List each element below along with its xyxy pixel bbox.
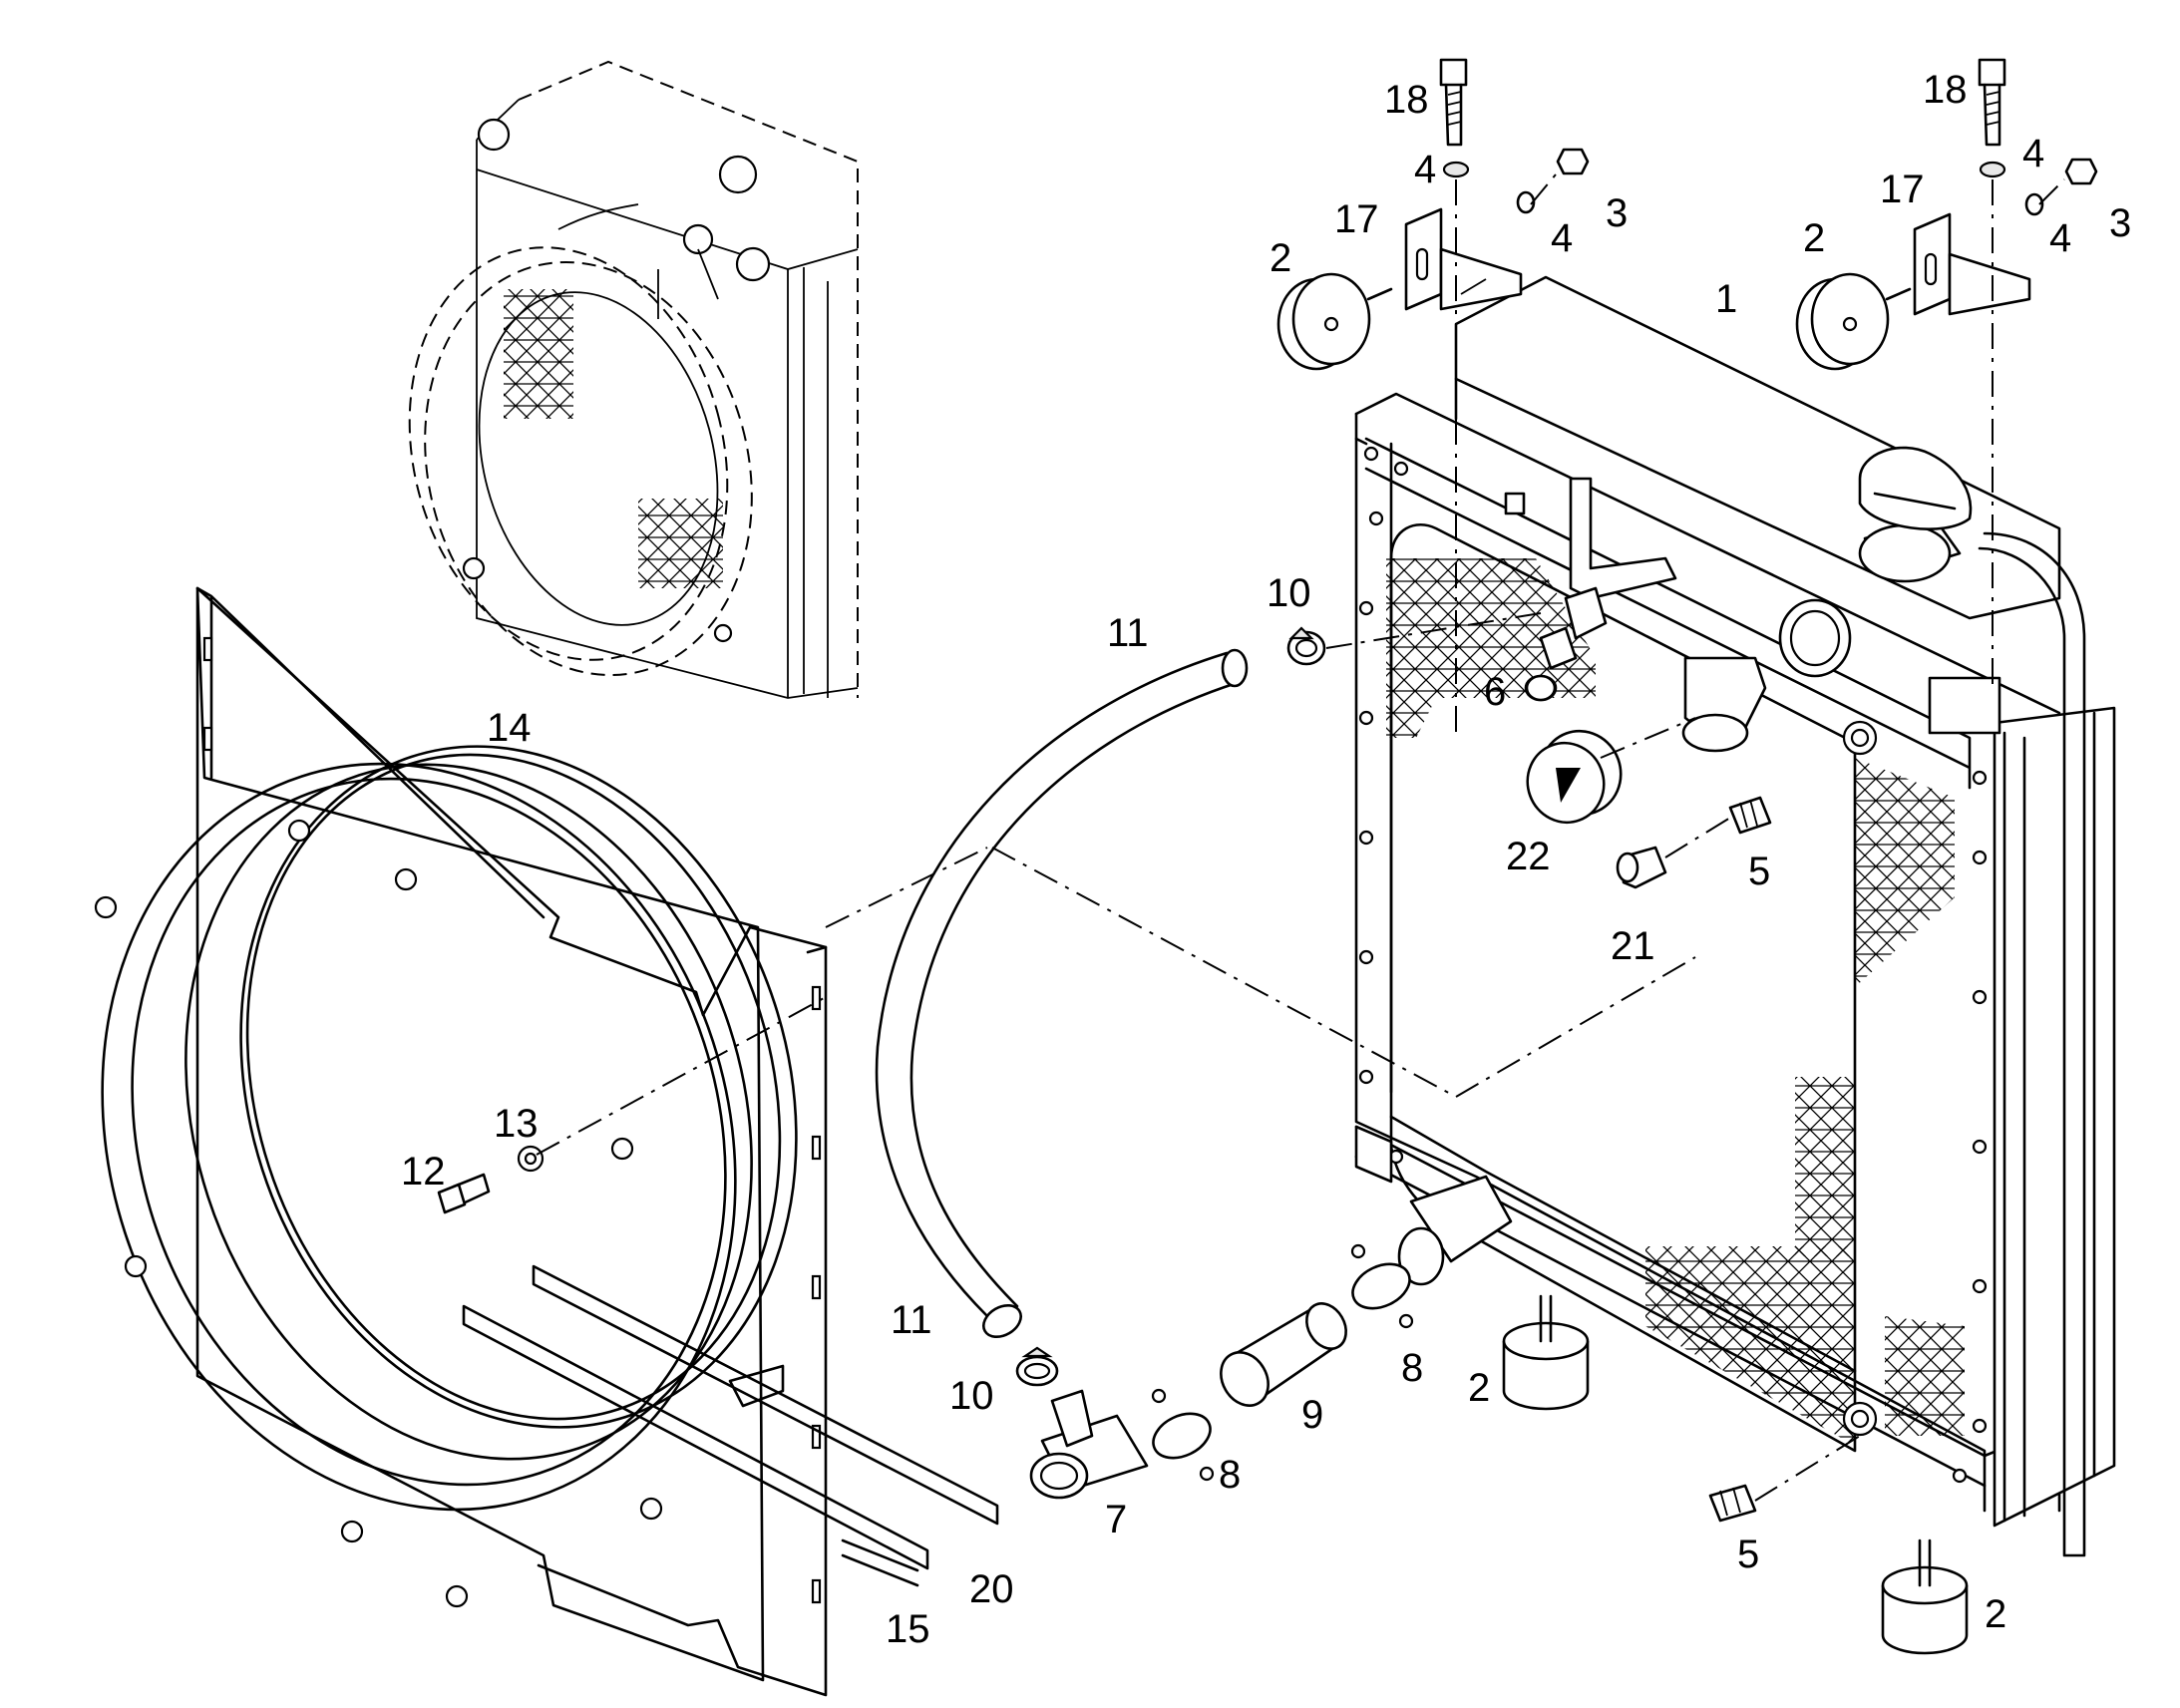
callout-11: 11 — [891, 1298, 932, 1342]
mount-2-mid — [1502, 1294, 1590, 1411]
callout-11: 11 — [1107, 611, 1149, 655]
callout-13: 13 — [494, 1102, 539, 1146]
radiator — [1354, 275, 2116, 1557]
callout-2: 2 — [1985, 1592, 2006, 1636]
callout-21: 21 — [1611, 924, 1655, 968]
mount-2-top-right — [1795, 272, 1912, 371]
tee-7 — [1029, 1389, 1149, 1500]
callout-1: 1 — [1715, 277, 1737, 321]
callout-6: 6 — [1484, 670, 1506, 714]
callout-4: 4 — [2049, 216, 2071, 260]
cap-22 — [1526, 717, 1696, 825]
callout-20: 20 — [969, 1567, 1014, 1611]
bolt-12 — [437, 996, 827, 1214]
callout-8: 8 — [1401, 1346, 1423, 1390]
callout-2: 2 — [1270, 236, 1291, 280]
callout-2: 2 — [1803, 216, 1825, 260]
callout-12: 12 — [401, 1150, 446, 1194]
callout-9: 9 — [1301, 1393, 1323, 1437]
callout-17: 17 — [1880, 168, 1925, 211]
bracket-17-left — [1404, 207, 1523, 311]
sleeve-9 — [1220, 1302, 1347, 1407]
assembled-view — [408, 60, 859, 699]
callout-17: 17 — [1334, 197, 1379, 241]
hose-11 — [875, 648, 1249, 1339]
centerline-a — [991, 847, 1457, 1098]
callout-4: 4 — [1551, 216, 1573, 260]
clamp-8-left — [1151, 1388, 1215, 1482]
callout-5: 5 — [1748, 850, 1770, 893]
hardware-top-left — [1439, 58, 1590, 738]
centerline-b — [825, 847, 988, 928]
callout-14: 14 — [487, 706, 532, 750]
callout-22: 22 — [1506, 835, 1551, 878]
clamp-8-right — [1350, 1243, 1414, 1329]
centerline-c — [1455, 956, 1696, 1098]
callout-labels: 1 2 2 2 2 3 3 4 4 4 4 5 5 6 7 8 8 9 10 1… — [401, 68, 2131, 1651]
mount-2-bottom — [1881, 1538, 1969, 1655]
bracket-17-right — [1913, 212, 2031, 316]
callout-8: 8 — [1219, 1453, 1241, 1497]
callout-10: 10 — [949, 1374, 994, 1418]
fan-shroud — [94, 586, 999, 1697]
callout-7: 7 — [1105, 1498, 1127, 1541]
callout-18: 18 — [1923, 68, 1968, 112]
clamp-10-top — [1286, 612, 1542, 666]
mount-2-top-left — [1276, 272, 1393, 371]
callout-4: 4 — [2022, 132, 2044, 175]
callout-5: 5 — [1737, 1533, 1759, 1576]
callout-2: 2 — [1468, 1366, 1490, 1410]
plug-6 — [1525, 626, 1578, 702]
hardware-top-right — [1978, 58, 2098, 688]
callout-10: 10 — [1267, 571, 1311, 615]
clamp-10-bottom — [1015, 1346, 1059, 1387]
callout-15: 15 — [886, 1607, 930, 1651]
callout-4: 4 — [1414, 148, 1436, 191]
callout-18: 18 — [1384, 78, 1429, 122]
callout-3: 3 — [1606, 191, 1628, 235]
fittings-5-21 — [1616, 796, 1861, 1523]
callout-3: 3 — [2109, 201, 2131, 245]
